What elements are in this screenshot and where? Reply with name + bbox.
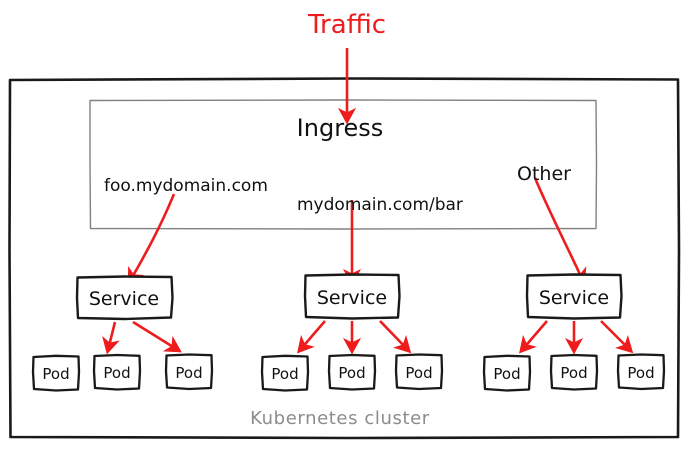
service-1-label: Service (89, 288, 159, 310)
pod-3-1-box (482, 354, 532, 392)
service-3-box (525, 273, 623, 320)
arrow-service-2-pod-3 (379, 320, 412, 354)
pod-2-3-label: Pod (405, 364, 432, 382)
ingress-label: Ingress (297, 114, 384, 142)
arrow-service-3-pod-3 (600, 320, 634, 354)
pod-2-1-label: Pod (271, 365, 298, 383)
pod-3-3-box (616, 353, 666, 391)
ingress-box (89, 99, 598, 230)
arrow-service-1-pod-2 (102, 321, 120, 355)
cluster-box (8, 77, 681, 440)
cluster-label: Kubernetes cluster (250, 408, 430, 429)
rule-bar-label: mydomain.com/bar (297, 195, 463, 215)
pod-1-2-label: Pod (103, 364, 130, 382)
pod-3-2-label: Pod (560, 364, 587, 382)
service-2-label: Service (317, 287, 387, 309)
traffic-label: Traffic (307, 10, 386, 40)
arrow-rule-other (533, 177, 587, 286)
pod-2-2-box (327, 353, 377, 391)
pod-3-2-box (549, 353, 599, 391)
service-3-label: Service (539, 287, 609, 309)
arrow-service-2-pod-1 (297, 320, 326, 354)
pod-2-3-box (394, 353, 444, 391)
pod-2-2-label: Pod (338, 364, 365, 382)
arrow-service-3-pod-1 (519, 320, 548, 354)
pod-1-2-box (92, 353, 142, 391)
pod-3-1-label: Pod (493, 365, 520, 383)
pod-1-1-label: Pod (42, 365, 69, 383)
rule-other-label: Other (517, 163, 571, 185)
pod-2-1-box (260, 354, 310, 392)
arrow-service-1-pod-3 (132, 320, 182, 353)
rule-foo-label: foo.mydomain.com (104, 176, 268, 196)
pod-1-3-label: Pod (175, 364, 202, 382)
arrow-rule-foo (127, 193, 176, 285)
service-2-box (303, 273, 401, 320)
pod-1-1-box (31, 354, 81, 392)
pod-1-3-box (164, 353, 214, 391)
service-1-box (75, 275, 174, 321)
pod-3-3-label: Pod (627, 364, 654, 382)
